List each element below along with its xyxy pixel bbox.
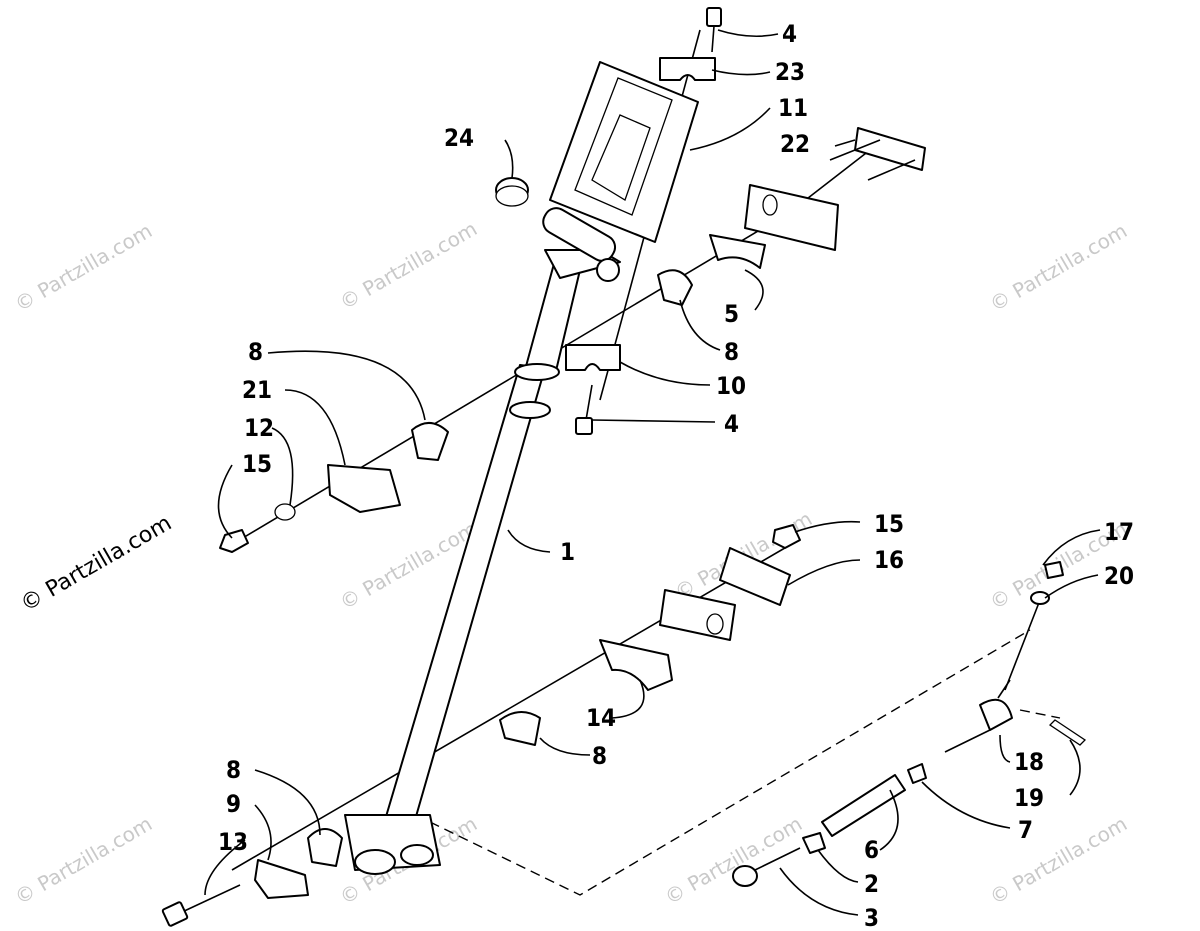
washer-left	[274, 503, 296, 521]
bushing-lower	[499, 711, 541, 746]
bolt-mid	[575, 384, 593, 435]
callout-3: 3	[864, 904, 879, 931]
assembly-dashed-line	[429, 629, 1031, 896]
callout-8-bottom: 8	[226, 756, 241, 784]
clamp-lower-block	[565, 344, 621, 371]
gasket-upper	[744, 184, 839, 251]
gasket-lower	[659, 589, 736, 641]
callout-10: 10	[716, 372, 746, 400]
cotter-pin-guide-line	[1019, 709, 1061, 719]
nut-left	[219, 529, 249, 553]
callout-17: 17	[1104, 518, 1134, 546]
clamp-left-block	[327, 464, 401, 513]
callout-4-mid: 4	[724, 410, 739, 438]
clamp-half-upper	[709, 234, 766, 269]
callout-1: 1	[560, 538, 575, 566]
callout-2: 2	[864, 870, 879, 898]
callout-5: 5	[724, 300, 739, 328]
callout-22: 22	[780, 130, 810, 158]
steering-post	[344, 207, 621, 875]
callout-15-left: 15	[242, 450, 272, 478]
callout-13: 13	[218, 828, 248, 856]
watermark: © Partzilla.com	[986, 811, 1132, 909]
bushing-bottom	[307, 828, 343, 867]
clamp-top	[659, 57, 716, 81]
callout-12: 12	[244, 414, 274, 442]
watermark: © Partzilla.com	[986, 218, 1132, 316]
callout-11: 11	[778, 94, 808, 122]
plug	[495, 177, 529, 207]
leader-lines	[204, 29, 1101, 916]
nut-right	[772, 524, 801, 549]
callout-15-right: 15	[874, 510, 904, 538]
callout-19: 19	[1014, 784, 1044, 812]
callout-7: 7	[1018, 816, 1033, 844]
callout-23: 23	[775, 58, 805, 86]
watermark: © Partzilla.com	[661, 811, 807, 909]
callout-labels: 4 23 11 24 22 5 8 10 4 8 21 12 15 1 15 1…	[218, 20, 1134, 931]
clamp-lower-half	[599, 639, 673, 691]
bolt-top	[706, 7, 722, 53]
callout-8-left: 8	[248, 338, 263, 366]
callout-18: 18	[1014, 748, 1044, 776]
callout-9: 9	[226, 790, 241, 818]
steering-block	[549, 61, 699, 243]
bushing-left	[411, 422, 449, 461]
watermark: © Partzilla.com	[11, 218, 157, 316]
callout-14: 14	[586, 704, 616, 732]
stud-plate	[829, 127, 926, 181]
callout-20: 20	[1104, 562, 1134, 590]
callout-8-mid: 8	[724, 338, 739, 366]
watermark: © Partzilla.com	[336, 216, 482, 314]
callout-21: 21	[242, 376, 272, 404]
callout-24: 24	[444, 124, 474, 152]
callout-4-top: 4	[782, 20, 797, 48]
bushing-upper	[657, 269, 693, 306]
clamp-bottom	[254, 859, 309, 899]
callout-6: 6	[864, 836, 879, 864]
watermark: © Partzilla.com	[11, 811, 157, 909]
plate-lower	[719, 547, 791, 606]
side-watermark: © Partzilla.com	[17, 511, 177, 618]
tie-rod-assembly	[732, 561, 1087, 887]
callout-16: 16	[874, 546, 904, 574]
callout-8-lower: 8	[592, 742, 607, 770]
long-bolt	[161, 884, 241, 927]
